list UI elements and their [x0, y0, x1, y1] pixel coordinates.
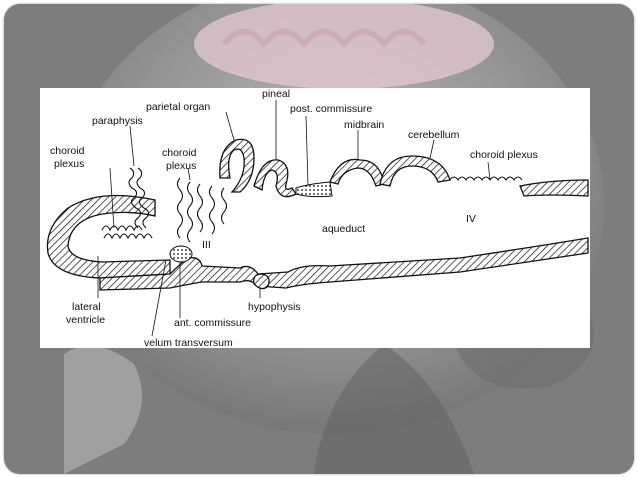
pineal-body: [253, 159, 297, 198]
leader-parietal-organ: [225, 111, 235, 141]
label-post-commissure: post. commissure: [290, 103, 372, 115]
label-pineal: pineal: [262, 88, 290, 100]
label-choroid-plexus-center: choroid plexus: [162, 147, 199, 172]
label-ventricle-iv: IV: [466, 213, 476, 225]
brain-sagittal-diagram: pineal parietal organ post. commissure m…: [46, 88, 589, 348]
choroid-plexus-center-5: [220, 187, 228, 225]
choroid-plexus-left-folds-2: [101, 225, 143, 232]
paraphysis-strand: [128, 167, 142, 229]
cerebellum-body: [379, 155, 451, 187]
post-commissure-body: [295, 181, 333, 198]
face-profile: [64, 346, 142, 474]
paraphysis-strand-2: [136, 167, 150, 229]
leader-choroid-center: [187, 167, 191, 181]
leader-velum: [151, 259, 167, 337]
hypophysis-body: [253, 273, 270, 290]
anterior-commissure-body: [169, 245, 193, 263]
leader-choroid-left: [109, 167, 115, 229]
label-velum-transversum: velum transversum: [144, 337, 233, 348]
diagram-panel: pineal parietal organ post. commissure m…: [40, 88, 590, 348]
leader-paraphysis: [129, 125, 135, 167]
label-choroid-center-line1: choroid: [162, 147, 197, 159]
leader-cerebellum: [429, 139, 435, 159]
midbrain-body: [329, 158, 385, 187]
label-midbrain: midbrain: [344, 119, 384, 131]
brain-gyri: [221, 28, 427, 49]
label-choroid-center-line2: plexus: [166, 160, 196, 172]
label-lateral-line1: lateral: [72, 301, 101, 313]
label-hypophysis: hypophysis: [248, 301, 301, 313]
hindbrain-plexus: [449, 176, 523, 181]
label-lateral-line2: ventricle: [66, 314, 105, 326]
label-ventricle-iii: III: [202, 239, 211, 251]
choroid-plexus-left-folds: [103, 233, 153, 240]
choroid-plexus-center-2: [186, 181, 194, 243]
label-choroid-plexus-left: choroid plexus: [50, 145, 87, 170]
label-lateral-ventricle: lateral ventricle: [66, 301, 105, 326]
label-aqueduct: aqueduct: [322, 223, 365, 235]
leader-choroid-right: [487, 161, 491, 181]
label-choroid-left-line2: plexus: [54, 158, 84, 170]
label-ant-commissure: ant. commissure: [174, 317, 251, 329]
choroid-plexus-center-4: [208, 185, 216, 235]
leader-post-commissure: [305, 115, 309, 187]
brain-floor: [99, 237, 589, 291]
label-cerebellum: cerebellum: [408, 129, 460, 141]
choroid-plexus-center-1: [176, 177, 184, 239]
choroid-plexus-center-3: [196, 183, 204, 233]
label-choroid-left-line1: choroid: [50, 145, 85, 157]
label-choroid-plexus-right: choroid plexus: [470, 149, 538, 161]
parietal-organ-body: [219, 138, 255, 193]
slide: pineal parietal organ post. commissure m…: [4, 4, 634, 474]
hindbrain-roof: [519, 179, 589, 197]
neck-shadow: [314, 344, 474, 474]
label-paraphysis: paraphysis: [92, 115, 143, 127]
label-parietal-organ: parietal organ: [146, 101, 210, 113]
